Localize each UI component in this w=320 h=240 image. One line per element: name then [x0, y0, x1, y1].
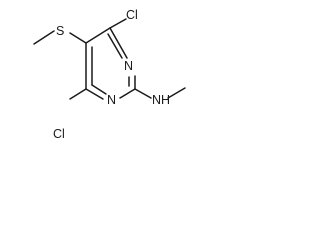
bond-s-methyl [33, 30, 55, 45]
atom-h-amine: H [161, 93, 170, 107]
bond-n3-c4-inner [107, 33, 123, 59]
chemical-structure: Cl Cl N N S N H [33, 8, 186, 141]
bond-c4-c5 [85, 27, 111, 44]
atom-n-ring-top: N [124, 59, 133, 73]
bond-c4-cl [109, 18, 127, 29]
bond-c6-n1-outer [85, 88, 104, 100]
bond-n1-c2 [119, 88, 136, 99]
bond-c6-n1-inner [91, 84, 107, 95]
atom-sulfur: S [56, 24, 64, 38]
bond-nh-methyl [167, 87, 186, 99]
bond-c6-cl [69, 88, 87, 100]
bond-c5-s [69, 32, 87, 44]
atom-n-ring-bottom: N [107, 93, 116, 107]
bond-n3-c4-outer [109, 27, 128, 59]
atom-cl-top: Cl [126, 8, 138, 22]
bond-c2-nh [134, 88, 152, 99]
atom-n-amine: N [152, 93, 161, 107]
atom-cl-bottom: Cl [53, 127, 65, 141]
